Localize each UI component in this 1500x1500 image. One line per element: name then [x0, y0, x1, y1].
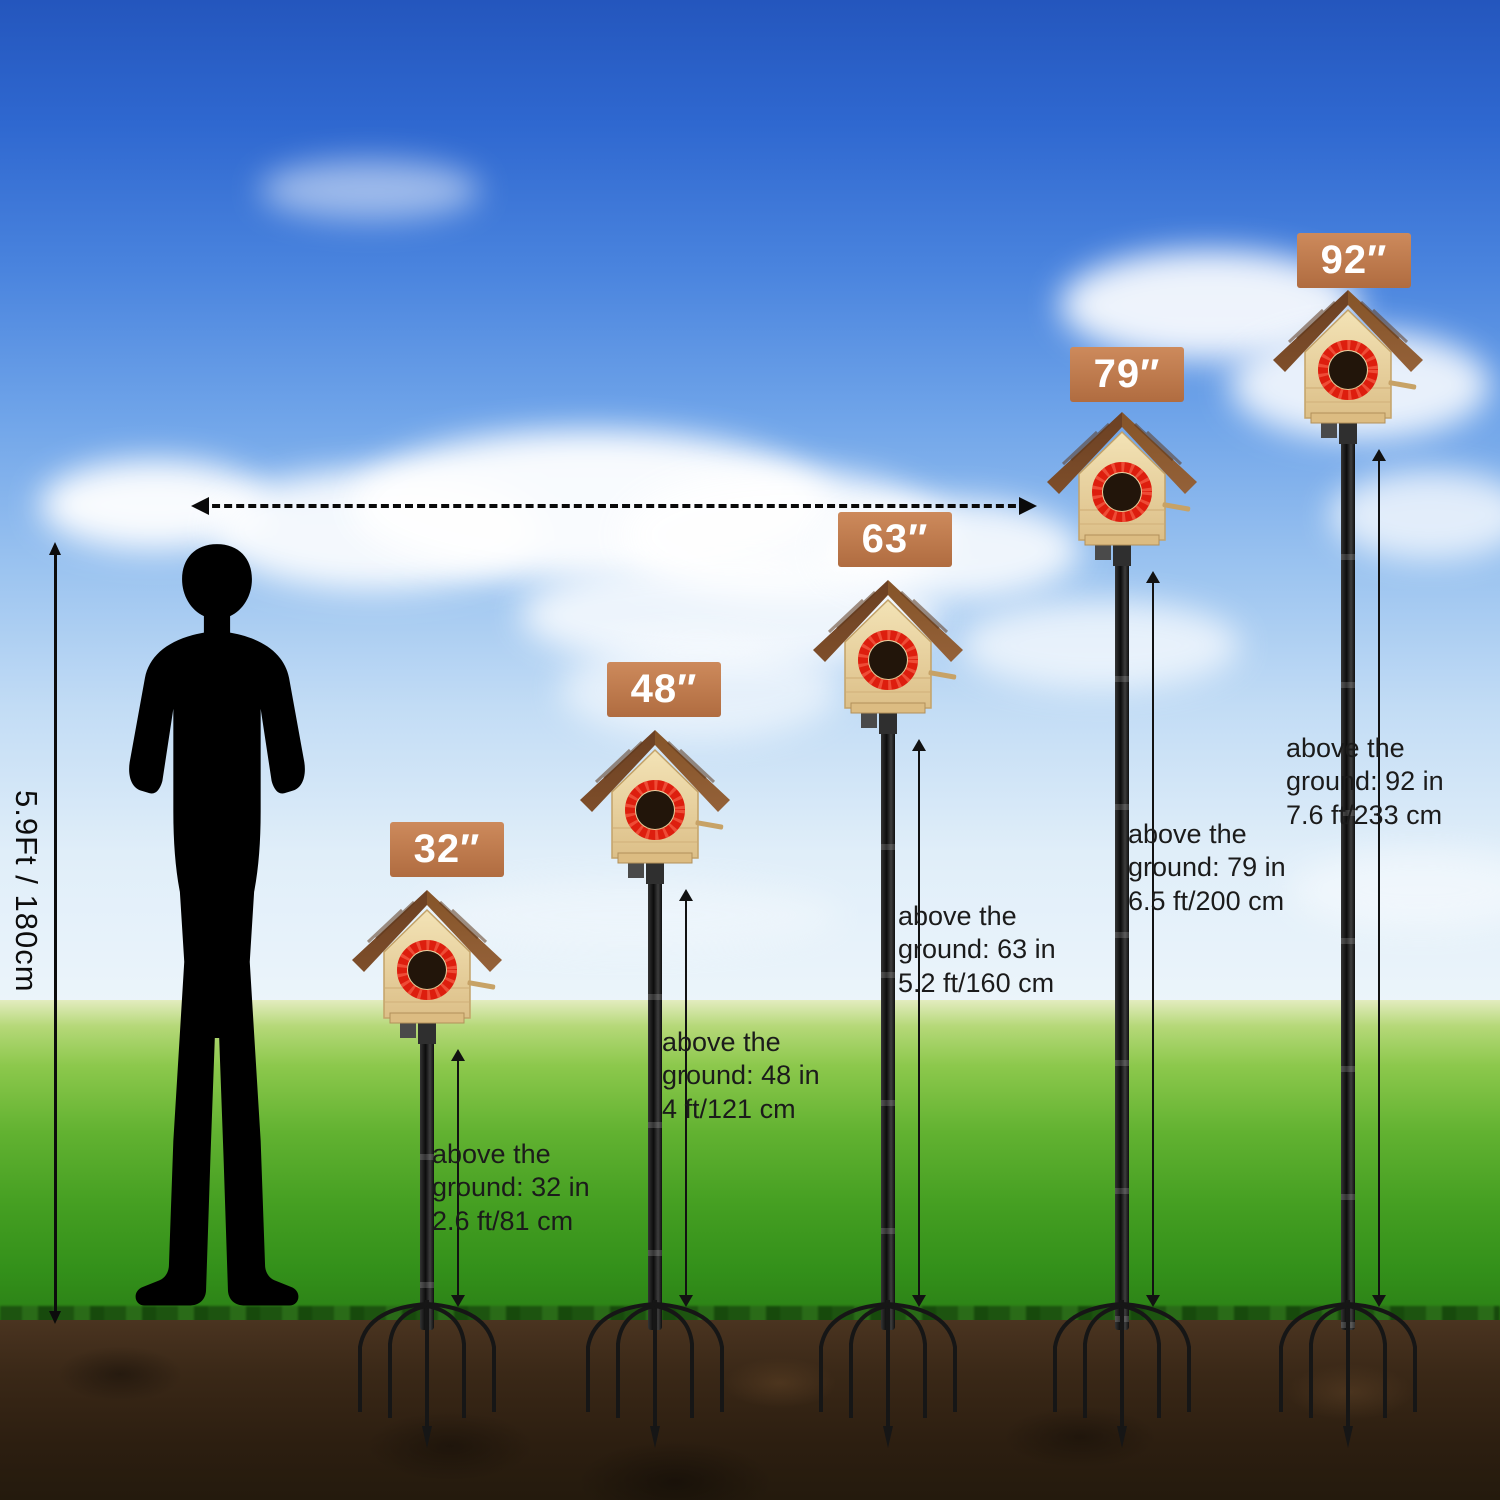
- height-label-badge: 32″: [390, 822, 504, 877]
- measure-arrow: [1372, 449, 1386, 1307]
- annotation-text: above the ground: 79 in 6.5 ft/200 cm: [1128, 819, 1286, 916]
- height-label-text: 79″: [1093, 352, 1161, 396]
- ground-stake: [570, 1300, 740, 1450]
- mounting-pole: [1341, 436, 1355, 1330]
- birdhouse: [570, 728, 740, 886]
- soil-cross-section: [0, 1320, 1500, 1500]
- measure-arrow: [912, 739, 926, 1307]
- height-label-text: 63″: [861, 517, 929, 561]
- person-silhouette: [129, 544, 305, 1306]
- ground-stake: [342, 1300, 512, 1450]
- height-label-badge: 92″: [1297, 233, 1411, 288]
- measure-arrow: [451, 1049, 465, 1307]
- mounting-pole: [1115, 558, 1129, 1330]
- height-label-text: 92″: [1320, 238, 1388, 282]
- height-label-text: 32″: [413, 827, 481, 871]
- annotation-text: above the ground: 92 in 7.6 ft/233 cm: [1286, 733, 1444, 830]
- height-label-badge: 48″: [607, 662, 721, 717]
- annotation-text: above the ground: 32 in 2.6 ft/81 cm: [432, 1139, 590, 1236]
- mounting-pole: [420, 1036, 434, 1330]
- ground-stake: [803, 1300, 973, 1450]
- height-label-badge: 63″: [838, 512, 952, 567]
- person-height-arrow: [49, 542, 61, 1324]
- eye-level-dashed-arrow: [191, 497, 1037, 515]
- mounting-pole: [881, 726, 895, 1330]
- birdhouse: [1263, 288, 1433, 446]
- birdhouse: [342, 888, 512, 1046]
- annotation-text: above the ground: 63 in 5.2 ft/160 cm: [898, 901, 1056, 998]
- measure-arrow: [1146, 571, 1160, 1307]
- height-label-badge: 79″: [1070, 347, 1184, 402]
- person-height-label: 5.9Ft / 180cm: [9, 790, 44, 993]
- mounting-pole: [648, 876, 662, 1330]
- cloud: [420, 880, 840, 950]
- ground-stake: [1263, 1300, 1433, 1450]
- birdhouse: [1037, 410, 1207, 568]
- birdhouse: [803, 578, 973, 736]
- ground-stake: [1037, 1300, 1207, 1450]
- cloud: [260, 160, 480, 220]
- cloud: [960, 600, 1240, 690]
- cloud: [1330, 470, 1500, 560]
- cloud: [1290, 850, 1500, 930]
- height-label-text: 48″: [630, 667, 698, 711]
- annotation-text: above the ground: 48 in 4 ft/121 cm: [662, 1027, 820, 1124]
- measure-arrow: [679, 889, 693, 1307]
